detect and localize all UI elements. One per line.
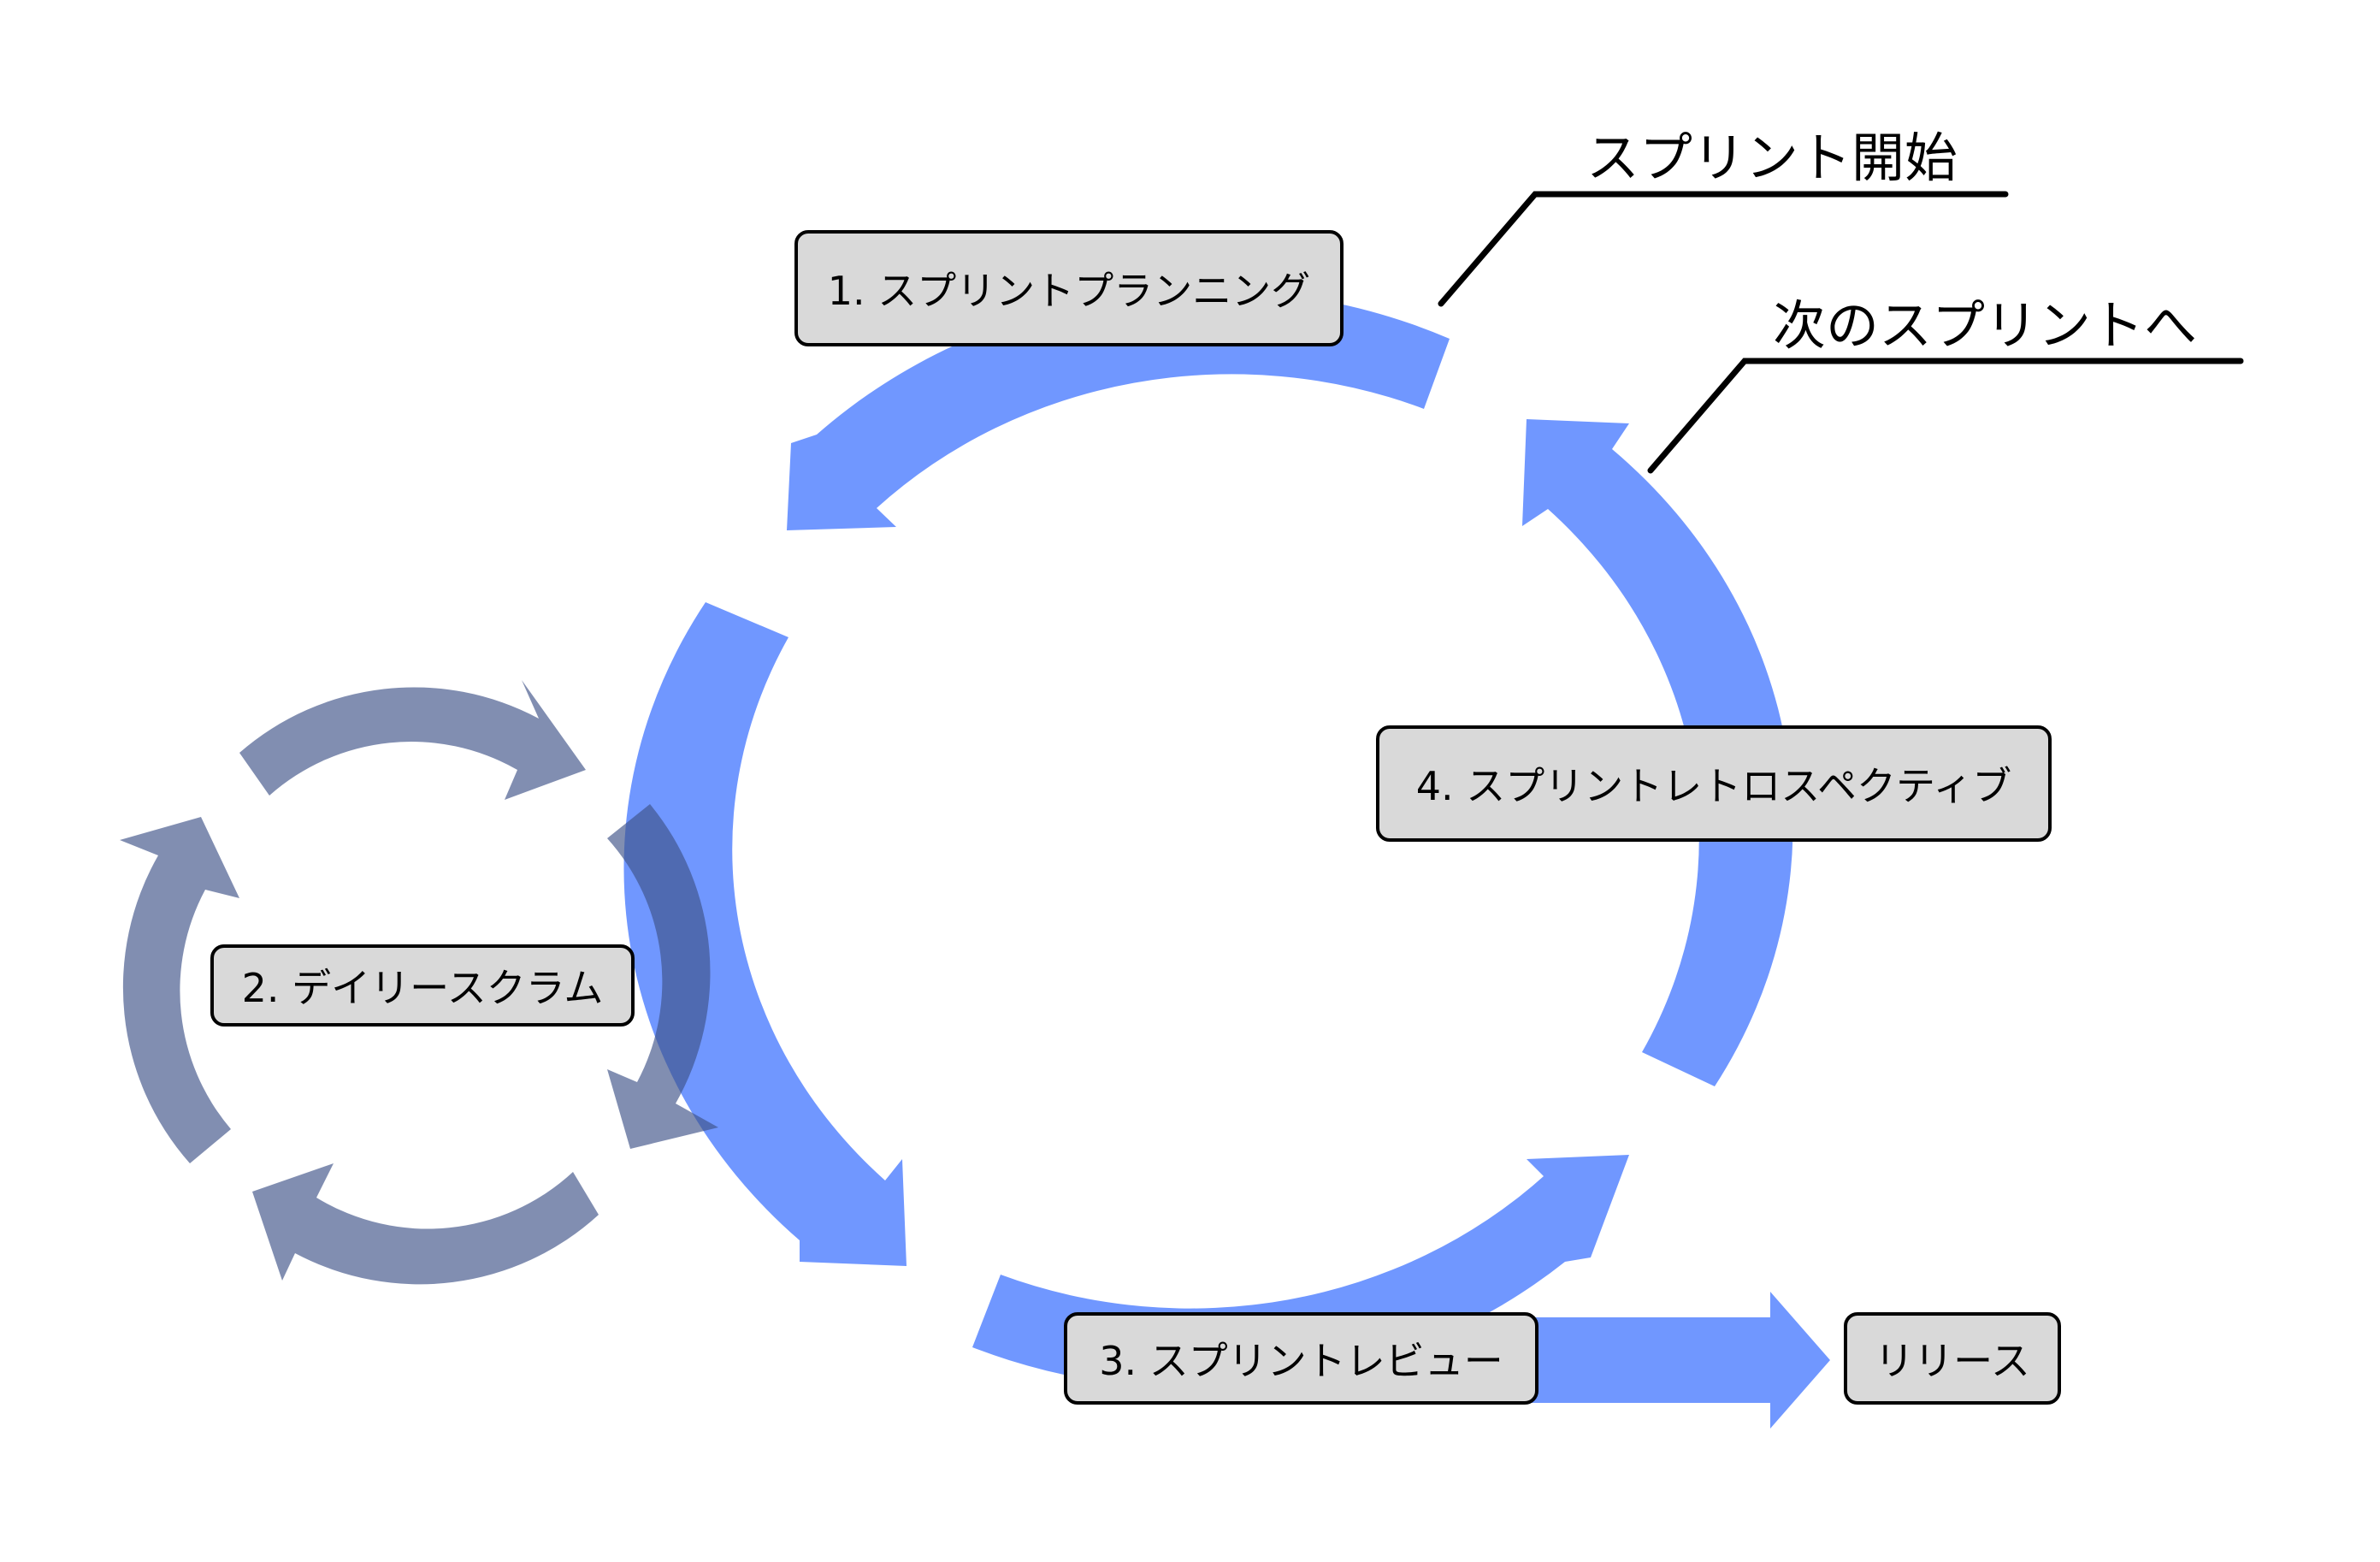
sprint-review-label: 3. スプリントレビュー: [1064, 1312, 1538, 1405]
release-label: リリース: [1844, 1312, 2061, 1405]
daily-arc-left: [120, 817, 239, 1163]
sprint-cycle-arrows: [623, 289, 1830, 1429]
sprint-retrospective-label: 4. スプリントレトロスペクティブ: [1376, 725, 2052, 842]
sprint-start-callout: スプリント開始: [1586, 127, 1958, 189]
release-arrow: [1522, 1292, 1830, 1429]
sprint-planning-label: 1. スプリントプランニング: [794, 230, 1344, 346]
sprint-start-leader: [1438, 191, 2009, 307]
callout-lines: [1438, 191, 2244, 474]
daily-arc-bottom: [252, 1163, 599, 1285]
next-sprint-leader: [1647, 358, 2244, 474]
sprint-arc-daily: [623, 602, 907, 1266]
daily-scrum-arrows: [120, 680, 718, 1285]
daily-arc-right: [607, 804, 718, 1149]
next-sprint-callout: 次のスプリントへ: [1773, 294, 2198, 357]
sprint-arc-planning: [787, 289, 1450, 530]
daily-scrum-label: 2. デイリースクラム: [210, 944, 635, 1027]
daily-arc-top: [239, 680, 586, 800]
sprint-arc-retrospective: [1522, 419, 1793, 1086]
